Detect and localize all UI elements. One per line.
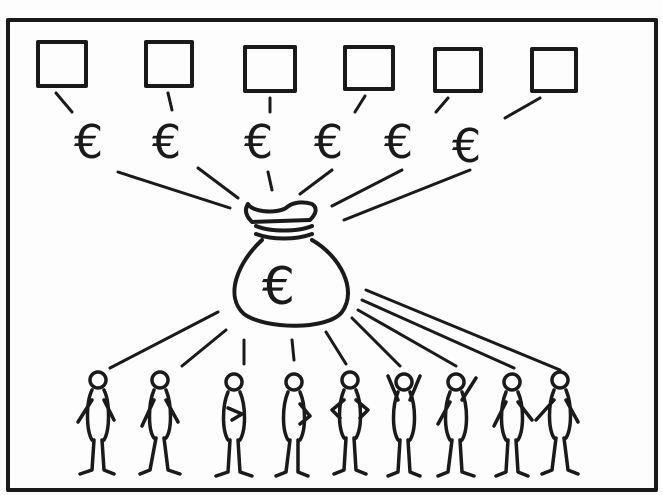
source-box-1 <box>36 40 88 88</box>
source-box-6 <box>530 47 578 93</box>
bag-tie <box>254 224 314 241</box>
box-euro-connectors <box>54 91 542 120</box>
bag-people-connectors <box>108 288 562 372</box>
person-5 <box>330 370 370 476</box>
euro-symbol-4: € <box>314 115 343 169</box>
person-1 <box>76 370 116 476</box>
source-box-3 <box>243 45 297 93</box>
person-6 <box>386 372 422 478</box>
euro-bag-connectors <box>116 166 472 222</box>
source-box-2 <box>144 40 194 88</box>
person-7 <box>436 372 478 478</box>
person-9 <box>534 370 580 476</box>
euro-symbol-1: € <box>74 115 103 169</box>
bag-euro-symbol: € <box>262 257 295 317</box>
source-box-5 <box>433 47 483 93</box>
euro-symbol-5: € <box>384 115 413 169</box>
diagram-frame <box>6 18 658 492</box>
person-3 <box>214 372 254 478</box>
person-8 <box>492 372 534 478</box>
bag-body <box>232 238 350 328</box>
source-box-4 <box>343 45 395 91</box>
person-4 <box>274 372 312 478</box>
person-2 <box>138 370 182 476</box>
people <box>76 370 580 478</box>
money-bag: € <box>232 200 350 328</box>
source-boxes <box>36 40 578 93</box>
euro-symbol-3: € <box>244 115 273 169</box>
euro-symbol-2: € <box>152 115 181 169</box>
euro-symbols: € € € € € € <box>74 115 481 173</box>
bag-neck-top <box>243 200 318 224</box>
euro-symbol-6: € <box>452 119 481 173</box>
